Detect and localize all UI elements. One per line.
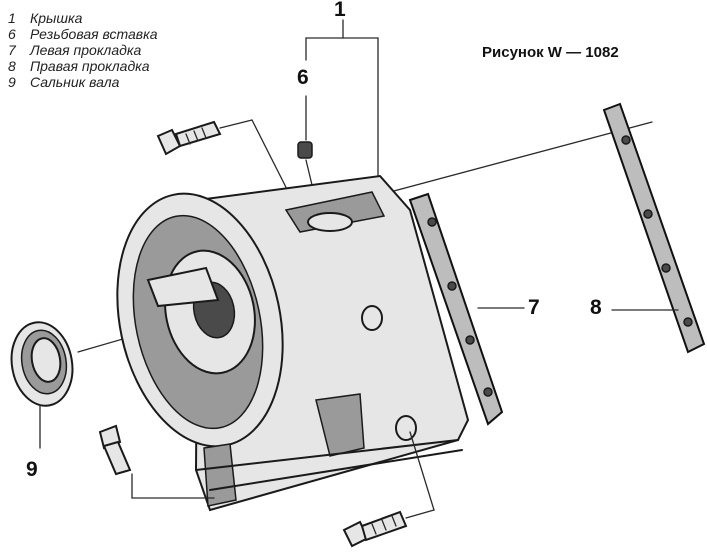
- legend-label: Левая прокладка: [30, 42, 142, 58]
- bottom-left-bolt: [98, 424, 215, 499]
- callout-1-leader: [305, 19, 379, 181]
- legend-item: 6 Резьбовая вставка: [8, 26, 158, 42]
- legend-label: Крышка: [30, 10, 83, 26]
- gasket-axis-line: [359, 121, 653, 201]
- shaft-seal: [10, 321, 74, 449]
- bottom-bolt: [342, 431, 435, 548]
- legend-number: 6: [8, 26, 16, 42]
- callout-7: 7: [528, 296, 540, 319]
- legend-item: 1 Крышка: [8, 10, 158, 26]
- legend-label: Правая прокладка: [30, 58, 150, 74]
- legend-number: 7: [8, 42, 16, 58]
- callout-9: 9: [26, 458, 38, 481]
- legend-label: Сальник вала: [30, 74, 120, 90]
- legend-label: Резьбовая вставка: [30, 26, 158, 42]
- legend-item: 9 Сальник вала: [8, 74, 158, 90]
- figure-title: Рисунок W — 1082: [482, 44, 619, 61]
- threaded-insert: [297, 141, 313, 159]
- callout-1: 1: [334, 0, 346, 21]
- left-gasket: [408, 192, 525, 426]
- legend-number: 9: [8, 74, 16, 90]
- legend-item: 7 Левая прокладка: [8, 42, 158, 58]
- legend-number: 1: [8, 10, 16, 26]
- callout-6: 6: [297, 66, 309, 89]
- legend-number: 8: [8, 58, 16, 74]
- housing-cover: [116, 174, 470, 512]
- callout-8: 8: [590, 296, 602, 319]
- right-gasket: [602, 102, 706, 354]
- parts-legend: 1 Крышка 6 Резьбовая вставка 7 Левая про…: [8, 10, 158, 90]
- legend-item: 8 Правая прокладка: [8, 58, 158, 74]
